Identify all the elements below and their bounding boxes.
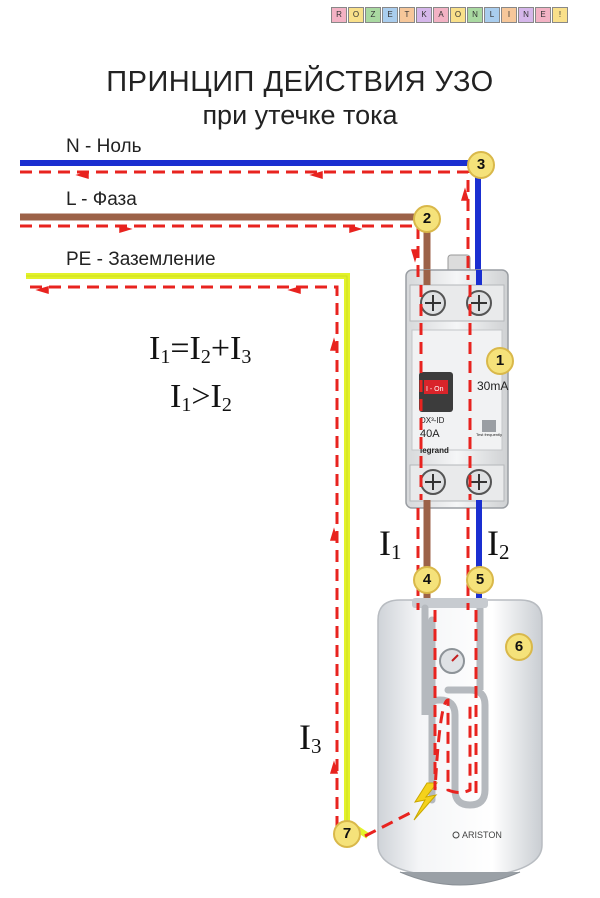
badge-5: 5 xyxy=(466,566,494,594)
logo-letter-tile: O xyxy=(450,7,466,23)
phase-label: L - Фаза xyxy=(66,189,137,210)
logo-letter-tile: E xyxy=(382,7,398,23)
current-i1-label: I1 xyxy=(379,523,402,564)
rcd-current: 40A xyxy=(420,428,440,440)
rcd-switch-label: I - On xyxy=(426,386,444,393)
rcd-rating: 30mA xyxy=(477,379,508,393)
logo-letter-tile: T xyxy=(399,7,415,23)
logo-letter-tile: R xyxy=(331,7,347,23)
rcd-test-text: Test frequently xyxy=(476,432,502,437)
rcd-model: DX³-ID xyxy=(420,416,445,425)
badge-6: 6 xyxy=(505,633,533,661)
badge-2: 2 xyxy=(413,205,441,233)
logo-letter-tile: E xyxy=(535,7,551,23)
logo-letter-tile: N xyxy=(518,7,534,23)
diagram-title: ПРИНЦИП ДЕЙСТВИЯ УЗО xyxy=(106,66,494,98)
logo-letter-tile: A xyxy=(433,7,449,23)
heater-brand: ARISTON xyxy=(462,830,502,840)
badge-3: 3 xyxy=(467,151,495,179)
badge-7: 7 xyxy=(333,820,361,848)
current-i3-label: I3 xyxy=(299,717,322,758)
logo-letter-tile: O xyxy=(348,7,364,23)
logo-letter-tile: K xyxy=(416,7,432,23)
diagram-subtitle: при утечке тока xyxy=(202,100,398,130)
water-heater: ARISTON xyxy=(377,598,543,886)
logo-letter-tile: Z xyxy=(365,7,381,23)
formula-inequality: I1>I2 xyxy=(170,378,232,416)
badge-1: 1 xyxy=(486,347,514,375)
rcd-device: 30mA DX³-ID 40A legrand I - On Test freq… xyxy=(405,254,509,509)
logo-letter-tile: L xyxy=(484,7,500,23)
neutral-label: N - Ноль xyxy=(66,136,142,157)
formula-sum: I1=I2+I3 xyxy=(149,330,252,368)
rcd-brand: legrand xyxy=(420,446,449,455)
earth-label: PE - Заземление xyxy=(66,249,216,270)
logo-letter-tile: ! xyxy=(552,7,568,23)
logo-letter-tile: N xyxy=(467,7,483,23)
flow-arrows xyxy=(35,170,470,774)
current-i2-label: I2 xyxy=(487,523,510,564)
badge-4: 4 xyxy=(413,566,441,594)
logo-letter-tile: I xyxy=(501,7,517,23)
